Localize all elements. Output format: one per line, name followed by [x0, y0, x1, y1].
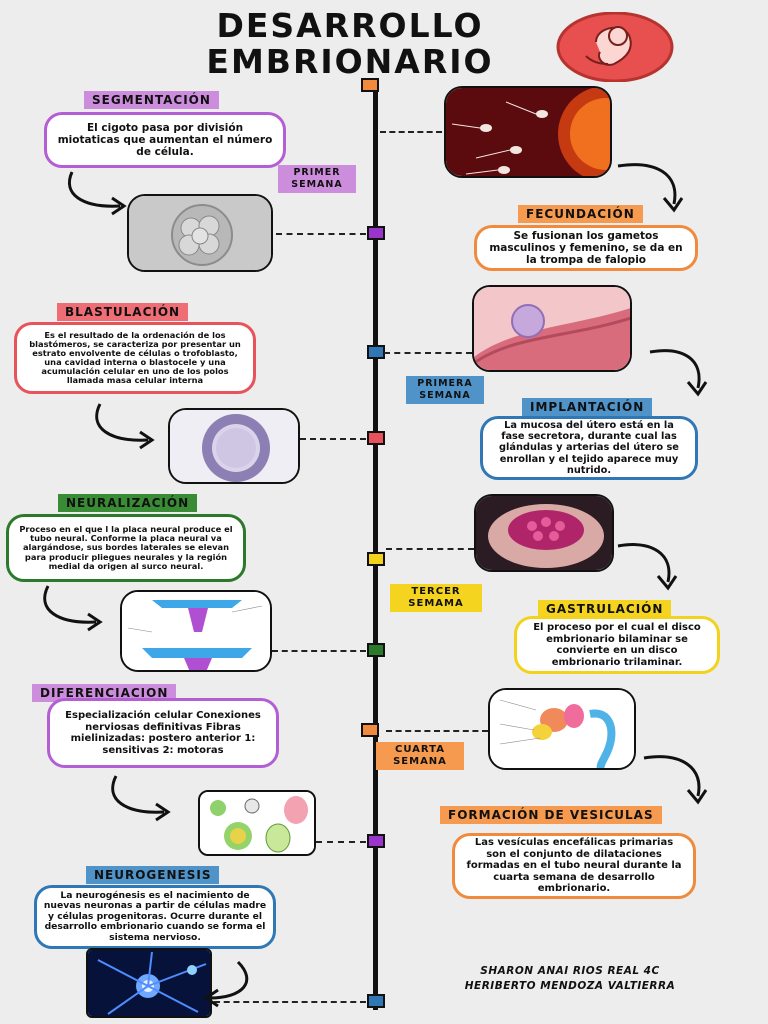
timeline-axis: [373, 84, 378, 1010]
timeline-marker: [367, 552, 385, 566]
timeline-marker: [361, 723, 379, 737]
stage-text-segmentacion: El cigoto pasa por división miotaticas q…: [44, 112, 286, 168]
week-tag-primera: PRIMERA SEMANA: [406, 376, 484, 404]
curved-arrow-icon: [111, 775, 171, 822]
neurons-image: [86, 948, 212, 1018]
connector-line: [214, 1001, 366, 1003]
morula-image: [127, 194, 273, 272]
timeline-marker: [367, 431, 385, 445]
stage-text-implantacion: La mucosa del útero está en la fase secr…: [480, 416, 698, 480]
credit-line-2: HERIBERTO MENDOZA VALTIERRA: [464, 980, 676, 992]
stage-text-diferenciacion: Especialización celular Conexiones nervi…: [47, 698, 279, 768]
neural-plate-image: [120, 590, 272, 672]
timeline-marker: [367, 643, 385, 657]
stage-label-fecundacion: FECUNDACIÓN: [518, 205, 643, 223]
stage-text-blastulacion: Es el resultado de la ordenación de los …: [14, 322, 256, 394]
stage-text-vesiculas: Las vesículas encefálicas primarias son …: [452, 833, 696, 899]
stage-label-neurogenesis: NEUROGENESIS: [86, 866, 220, 884]
stage-label-gastrulacion: GASTRULACIÓN: [538, 600, 672, 618]
blastula-image: [168, 408, 300, 484]
curved-arrow-icon: [95, 403, 155, 450]
connector-line: [386, 548, 474, 550]
stage-text-fecundacion: Se fusionan los gametos masculinos y fem…: [474, 225, 698, 271]
timeline-marker: [367, 834, 385, 848]
timeline-marker: [367, 994, 385, 1008]
connector-line: [276, 233, 366, 235]
implantation-image: [472, 285, 632, 372]
connector-line: [300, 438, 366, 440]
stage-label-neuralizacion: NEURALIZACIÓN: [58, 494, 198, 512]
credits: SHARON ANAI RIOS REAL 4C HERIBERTO MENDO…: [430, 964, 710, 994]
title-line-2: EMBRIONARIO: [206, 42, 494, 81]
stage-label-segmentacion: SEGMENTACIÓN: [84, 91, 219, 109]
curved-arrow-icon: [43, 585, 103, 632]
week-tag-primer: PRIMER SEMANA: [278, 165, 356, 193]
stage-text-neuralizacion: Proceso en el que l la placa neural prod…: [6, 514, 246, 582]
connector-line: [380, 131, 442, 133]
stage-text-neurogenesis: La neurogénesis es el nacimiento de nuev…: [34, 885, 276, 949]
timeline-marker: [361, 78, 379, 92]
brain-vesicles-image: [488, 688, 636, 770]
curved-arrow-icon: [617, 543, 678, 591]
differentiation-image: [198, 790, 316, 856]
timeline-marker: [367, 226, 385, 240]
credit-line-1: SHARON ANAI RIOS REAL 4C: [480, 965, 660, 977]
curved-arrow-icon: [68, 171, 127, 216]
curved-arrow-icon: [643, 755, 708, 805]
title-line-1: DESARROLLO: [216, 6, 484, 45]
gastrula-image: [474, 494, 614, 572]
connector-line: [384, 352, 472, 354]
curved-arrow-icon: [649, 349, 708, 397]
stage-label-implantacion: IMPLANTACIÓN: [522, 398, 653, 416]
page-title: DESARROLLO EMBRIONARIO: [160, 8, 540, 80]
timeline-marker: [367, 345, 385, 359]
embryo-icon: [556, 11, 674, 83]
curved-arrow-icon: [203, 960, 249, 1008]
connector-line: [272, 650, 366, 652]
stage-label-diferenciacion: DIFERENCIACION: [32, 684, 177, 702]
stage-text-gastrulacion: El proceso por el cual el disco embriona…: [514, 616, 720, 674]
week-tag-tercer: TERCER SEMAMA: [390, 584, 482, 612]
week-tag-cuarta: CUARTA SEMANA: [376, 742, 464, 770]
sperm-egg-image: [444, 86, 612, 178]
connector-line: [316, 841, 366, 843]
connector-line: [386, 730, 488, 732]
curved-arrow-icon: [617, 163, 684, 213]
stage-label-vesiculas: FORMACIÓN DE VESICULAS: [440, 806, 662, 824]
stage-label-blastulacion: BLASTULACIÓN: [57, 303, 189, 321]
